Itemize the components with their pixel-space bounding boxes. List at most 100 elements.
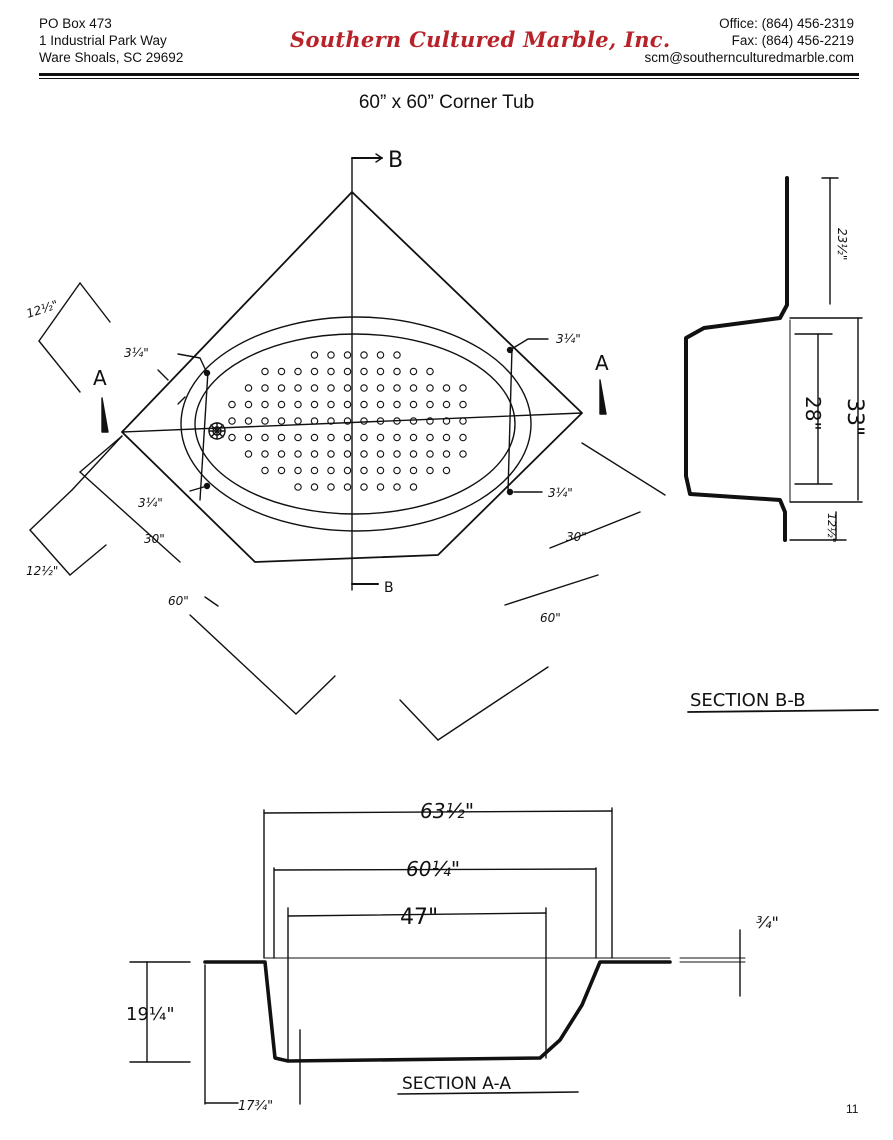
texture-dot (228, 400, 236, 409)
texture-dot (393, 400, 401, 409)
header-rule-thick (39, 73, 859, 76)
texture-dot (327, 417, 335, 425)
texture-dot (442, 417, 451, 425)
section-b-label-bottom: B (384, 580, 394, 596)
address-line-3: Ware Shoals, SC 29692 (39, 50, 184, 65)
texture-dot (376, 433, 385, 442)
dim-corner-top-label: 12½" (25, 298, 60, 321)
email-address: scm@southernculturedmarble.com (644, 50, 854, 65)
texture-dot (376, 367, 385, 376)
texture-dot (442, 384, 451, 392)
section-bb-dim-33: 33" (842, 398, 867, 436)
fax-number: Fax: (864) 456-2219 (731, 33, 854, 48)
texture-dot (261, 433, 269, 442)
texture-dot (409, 367, 418, 376)
section-aa-dim-63: 63½" (420, 799, 474, 823)
section-bb-dim-28: 28" (801, 396, 825, 431)
tub-outline (121, 191, 583, 563)
deck-inner-line-left (199, 370, 209, 501)
texture-dot (426, 384, 434, 392)
texture-dot (228, 433, 236, 442)
texture-dot (228, 417, 236, 425)
tub-rim (180, 316, 532, 532)
company-address: PO Box 473 1 Industrial Park Way Ware Sh… (39, 15, 183, 66)
texture-dot (277, 384, 286, 392)
section-bb-labels: 23½" 28" 33" 12½" SECTION B-B (690, 228, 867, 711)
texture-dot (261, 367, 269, 376)
texture-dot (294, 367, 302, 376)
texture-dot (277, 400, 286, 409)
dim-inset-bottom-left-label: 3¼" (138, 496, 163, 510)
texture-dot (310, 384, 319, 392)
texture-dot (261, 400, 269, 409)
texture-dot (244, 417, 253, 425)
texture-dot (294, 466, 302, 475)
texture-dot (376, 450, 385, 458)
section-a-label-left: A (93, 366, 107, 390)
texture-dot (393, 351, 401, 359)
texture-dot (459, 384, 467, 392)
texture-dot (244, 433, 253, 442)
texture-dot (327, 400, 335, 409)
texture-dot (360, 466, 368, 475)
texture-dot (327, 367, 335, 376)
texture-dot (343, 466, 352, 475)
section-bb-dim-top: 23½" (835, 228, 849, 260)
section-aa-dim-60: 60¼" (406, 857, 460, 881)
drain-icon (208, 422, 226, 440)
section-b-label-top: B (388, 148, 403, 173)
section-aa-profile (203, 960, 672, 1063)
texture-dot (244, 450, 253, 458)
texture-dot (409, 483, 418, 491)
texture-dot (294, 417, 302, 425)
section-aa-labels: 63½" 60¼" 47" ¾" 19¼" 17¾" SECTION A-A (126, 799, 779, 1114)
texture-dot (310, 400, 319, 409)
texture-dot (360, 417, 368, 425)
tub-basin (194, 333, 516, 515)
dim-30-right-label: 30" (566, 530, 587, 544)
section-a-flag-right (599, 379, 607, 415)
texture-dot (393, 433, 401, 442)
section-aa-dim-34: ¾" (756, 913, 779, 932)
texture-dot (426, 367, 434, 376)
texture-dot (294, 433, 302, 442)
texture-dot (409, 384, 418, 392)
texture-dot (261, 384, 269, 392)
texture-dot (310, 483, 319, 491)
company-logo: Southern Cultured Marble, Inc. (290, 27, 671, 52)
texture-dot (244, 384, 253, 392)
texture-dot (376, 384, 385, 392)
dim-60-left-label: 60" (168, 594, 189, 608)
plan-view (29, 153, 666, 741)
texture-dot (327, 351, 335, 359)
dim-inset-top-right-label: 3¼" (556, 332, 581, 346)
texture-dot (376, 466, 385, 475)
texture-dot (442, 466, 451, 475)
dim-inset-top-left-label: 3¼" (124, 346, 149, 360)
texture-dot (360, 433, 368, 442)
texture-dot (393, 450, 401, 458)
texture-dot (409, 433, 418, 442)
texture-dot (442, 433, 451, 442)
texture-dot (327, 433, 335, 442)
page-title: 60” x 60” Corner Tub (358, 92, 535, 113)
texture-dot (294, 450, 302, 458)
texture-dot (343, 450, 352, 458)
texture-dot (360, 384, 368, 392)
texture-dot (393, 483, 401, 491)
texture-dot (310, 433, 319, 442)
header-rule-thin (39, 78, 859, 79)
texture-dot (360, 351, 368, 359)
texture-dot (360, 400, 368, 409)
texture-dot (277, 450, 286, 458)
texture-dot (261, 450, 269, 458)
section-aa-dim-47: 47" (400, 905, 438, 930)
texture-dot (376, 417, 385, 425)
section-bb-label: SECTION B-B (690, 690, 806, 711)
texture-dot (277, 417, 286, 425)
texture-dot (343, 384, 352, 392)
texture-dot (310, 450, 319, 458)
deck-inner-line-right (507, 347, 513, 493)
texture-dot (327, 483, 335, 491)
texture-dot (459, 400, 467, 409)
